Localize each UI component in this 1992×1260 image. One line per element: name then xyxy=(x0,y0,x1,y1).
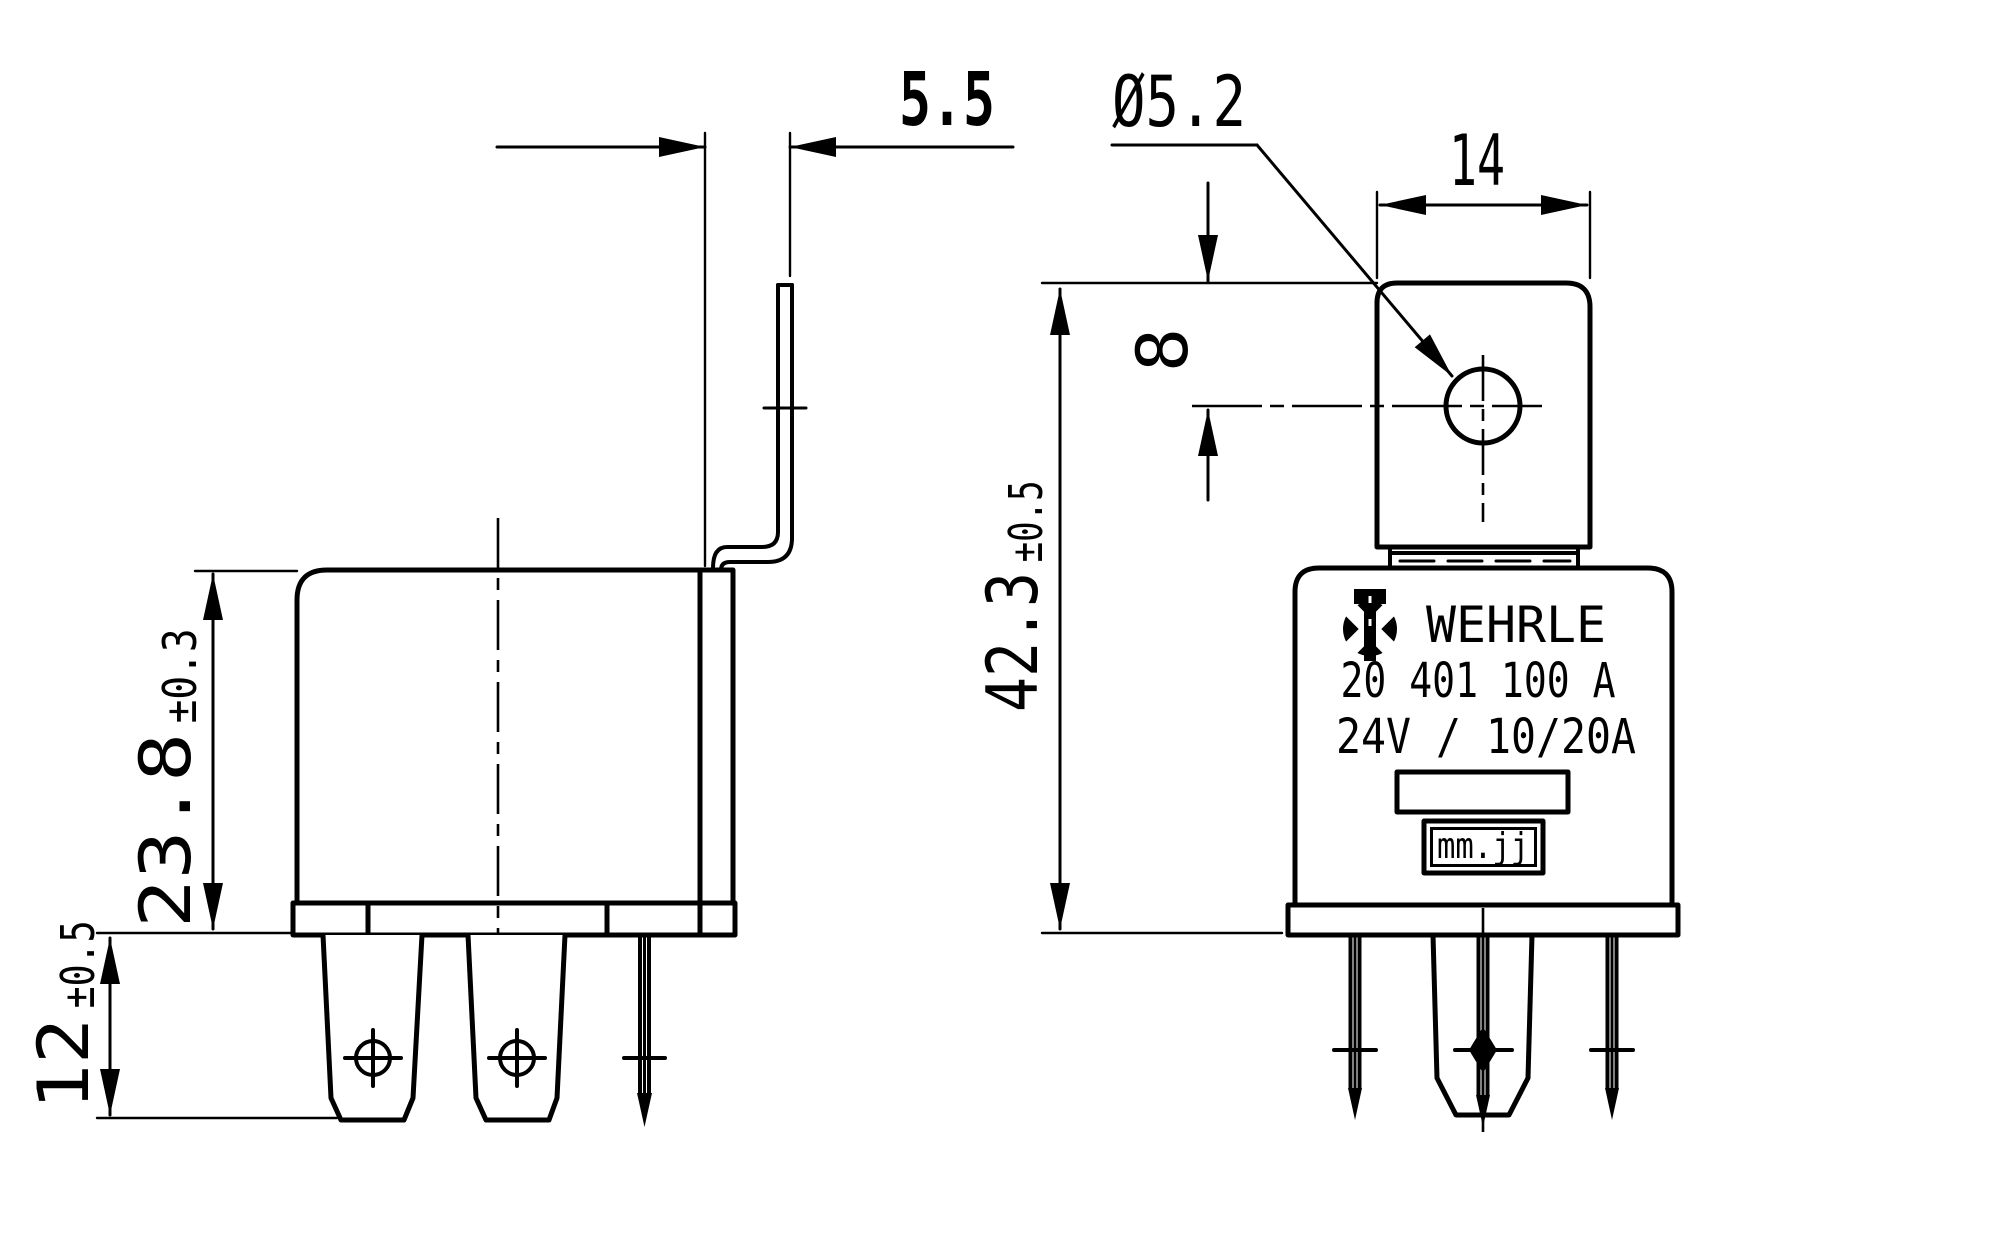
pin2-target-icon xyxy=(487,1028,547,1088)
front-view-collar xyxy=(1388,545,1580,570)
svg-text:12 ±0.5: 12 ±0.5 xyxy=(23,920,105,1110)
thin-pin-left xyxy=(1332,933,1378,1120)
side-view: 5.5 23.8 ±0.3 12 ±0.5 xyxy=(23,57,1015,1127)
dim-pin-length: 12 ±0.5 xyxy=(23,920,339,1120)
dim-tab-width-value: 14 xyxy=(1449,120,1505,202)
dim-body-height-value: 23.8 xyxy=(125,733,207,928)
label-blank-field xyxy=(1394,769,1571,815)
front-view: WEHRLE 20 401 100 A 24V / 10/20A mm.jj xyxy=(972,61,1681,1138)
side-view-body xyxy=(294,567,736,906)
label-date-box: mm.jj xyxy=(1421,818,1546,876)
label-part-number: 20 401 100 A xyxy=(1341,653,1616,709)
svg-text:8: 8 xyxy=(1122,328,1204,372)
svg-text:23.8 ±0.3: 23.8 ±0.3 xyxy=(125,628,207,928)
wehrle-logo-icon xyxy=(1336,589,1404,663)
dim-hole-diameter-value: Ø5.2 xyxy=(1112,61,1246,143)
dim-tab-offset-value: 5.5 xyxy=(899,57,995,143)
flat-pin-1 xyxy=(320,934,425,1123)
dim-hole-offset-value: 8 xyxy=(1122,328,1204,372)
pin1-target-icon xyxy=(343,1028,403,1088)
dim-overall-height-tolerance: ±0.5 xyxy=(999,480,1053,562)
dim-pin-length-tolerance: ±0.5 xyxy=(51,920,105,1008)
dim-pin-length-value: 12 xyxy=(23,1018,105,1110)
label-rating: 24V / 10/20A xyxy=(1336,709,1636,765)
dim-tab-offset: 5.5 xyxy=(495,57,1015,568)
dim-hole-diameter: Ø5.2 xyxy=(1110,61,1454,378)
label-brand: WEHRLE xyxy=(1426,596,1606,654)
thin-pin-edge xyxy=(622,933,667,1127)
dim-body-height-tolerance: ±0.3 xyxy=(153,628,207,723)
side-view-flange xyxy=(290,900,738,938)
side-view-pins xyxy=(320,933,667,1127)
label-date-code: mm.jj xyxy=(1437,826,1529,867)
flat-pin-2 xyxy=(465,934,568,1123)
dim-overall-height: 42.3 ±0.5 xyxy=(972,281,1379,935)
dim-tab-width: 14 xyxy=(1375,120,1592,280)
dim-hole-offset: 8 xyxy=(1122,181,1218,502)
dim-body-height: 23.8 ±0.3 xyxy=(95,569,299,935)
side-view-tab xyxy=(711,283,808,572)
thin-pin-right xyxy=(1589,933,1635,1120)
dim-overall-height-value: 42.3 xyxy=(972,572,1054,712)
svg-text:42.3 ±0.5: 42.3 ±0.5 xyxy=(972,480,1054,712)
product-label: WEHRLE 20 401 100 A 24V / 10/20A mm.jj xyxy=(1336,589,1636,876)
